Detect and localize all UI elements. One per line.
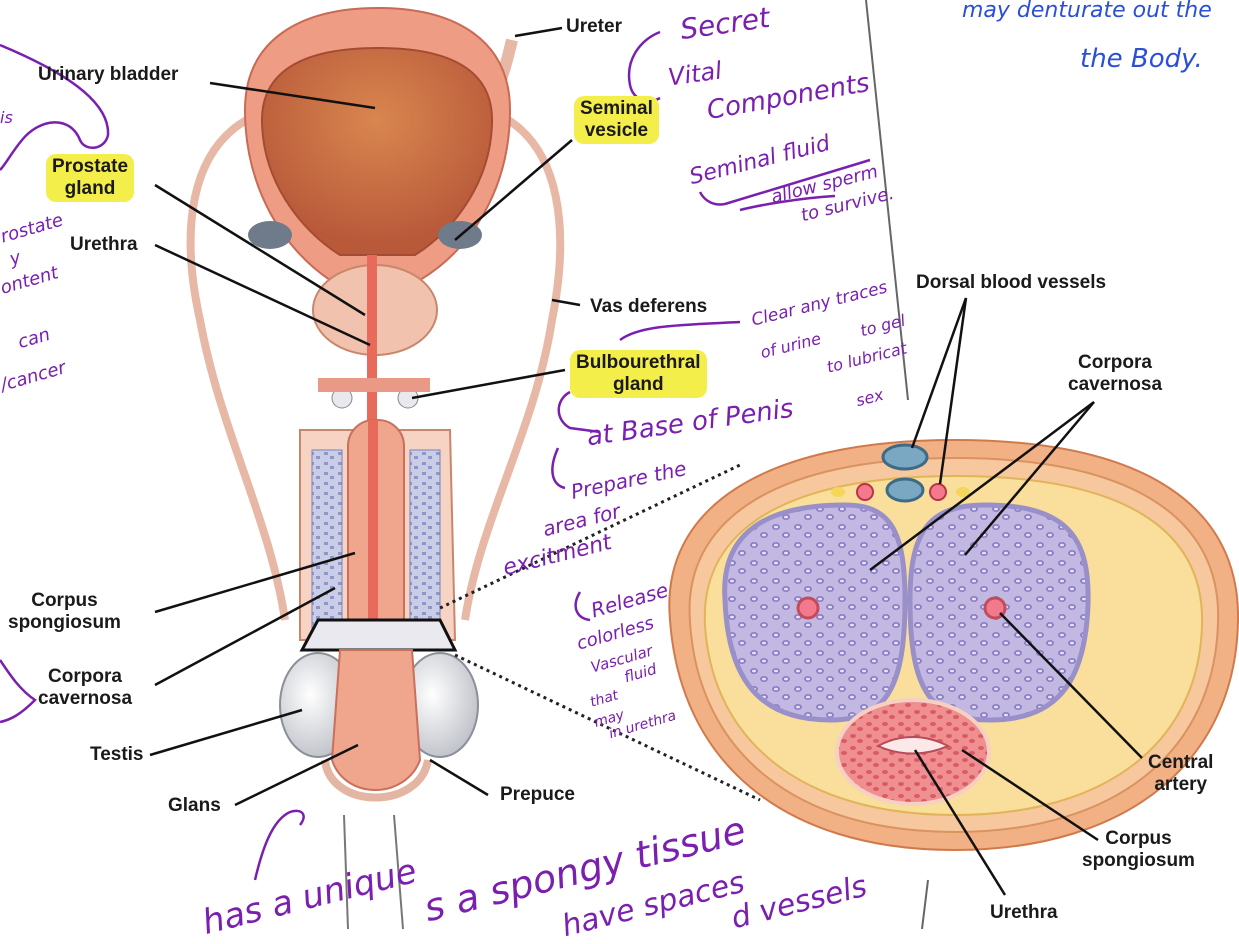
- dorsal-artery-left: [857, 484, 873, 500]
- label-seminal-vesicle-line2: vesicle: [580, 120, 653, 142]
- pelvic-floor: [318, 378, 430, 392]
- label-prostate-gland: Prostate gland: [46, 154, 134, 202]
- label-bulbourethral-gland: Bulbourethral gland: [570, 350, 707, 398]
- label-corpora-cavernosa-left: Corpora cavernosa: [38, 666, 132, 710]
- dorsal-artery-right: [930, 484, 946, 500]
- label-central-artery-line2: artery: [1148, 774, 1213, 796]
- dorsal-vein: [883, 445, 927, 469]
- label-corpus-spongiosum-right: Corpus spongiosum: [1082, 828, 1195, 872]
- label-corpus-spongiosum-left: Corpus spongiosum: [8, 590, 121, 634]
- label-corpus-spong-right-line2: spongiosum: [1082, 850, 1195, 872]
- label-corpora-cav-left-line2: cavernosa: [38, 688, 132, 710]
- note-vital: Vital: [667, 58, 724, 89]
- label-urethra-right: Urethra: [990, 902, 1058, 924]
- label-corpus-spong-left-line1: Corpus: [8, 590, 121, 612]
- label-seminal-vesicle-line1: Seminal: [580, 98, 653, 120]
- label-bulbourethral-line1: Bulbourethral: [576, 352, 701, 374]
- label-corpora-cavernosa-right: Corpora cavernosa: [1068, 352, 1162, 396]
- label-seminal-vesicle: Seminal vesicle: [574, 96, 659, 144]
- label-corpus-spong-left-line2: spongiosum: [8, 612, 121, 634]
- label-corpus-spong-right-line1: Corpus: [1082, 828, 1195, 850]
- label-corpora-cav-right-line2: cavernosa: [1068, 374, 1162, 396]
- label-dorsal-blood-vessels: Dorsal blood vessels: [916, 272, 1106, 294]
- label-corpora-cav-right-line1: Corpora: [1068, 352, 1162, 374]
- label-prepuce: Prepuce: [500, 784, 575, 806]
- label-corpora-cav-left-line1: Corpora: [38, 666, 132, 688]
- label-central-artery: Central artery: [1148, 752, 1213, 796]
- shaft-cavernosa-left: [312, 450, 342, 640]
- label-urethra-left: Urethra: [70, 234, 138, 256]
- label-bulbourethral-line2: gland: [576, 374, 701, 396]
- note-top-right-1: may denturate out the: [962, 0, 1212, 22]
- label-ureter: Ureter: [566, 16, 622, 38]
- seminal-vesicle-left: [248, 221, 292, 249]
- central-artery-left: [798, 598, 818, 618]
- note-top-right-2: the Body.: [1080, 46, 1203, 72]
- label-urinary-bladder: Urinary bladder: [38, 64, 178, 86]
- shaft-cavernosa-right: [410, 450, 440, 640]
- label-glans: Glans: [168, 795, 221, 817]
- label-central-artery-line1: Central: [1148, 752, 1213, 774]
- glans: [332, 650, 420, 790]
- label-prostate-line1: Prostate: [52, 156, 128, 178]
- label-vas-deferens: Vas deferens: [590, 296, 707, 318]
- label-prostate-line2: gland: [52, 178, 128, 200]
- label-testis: Testis: [90, 744, 144, 766]
- note-left-1: is: [0, 110, 13, 126]
- cut-plane: [302, 620, 455, 650]
